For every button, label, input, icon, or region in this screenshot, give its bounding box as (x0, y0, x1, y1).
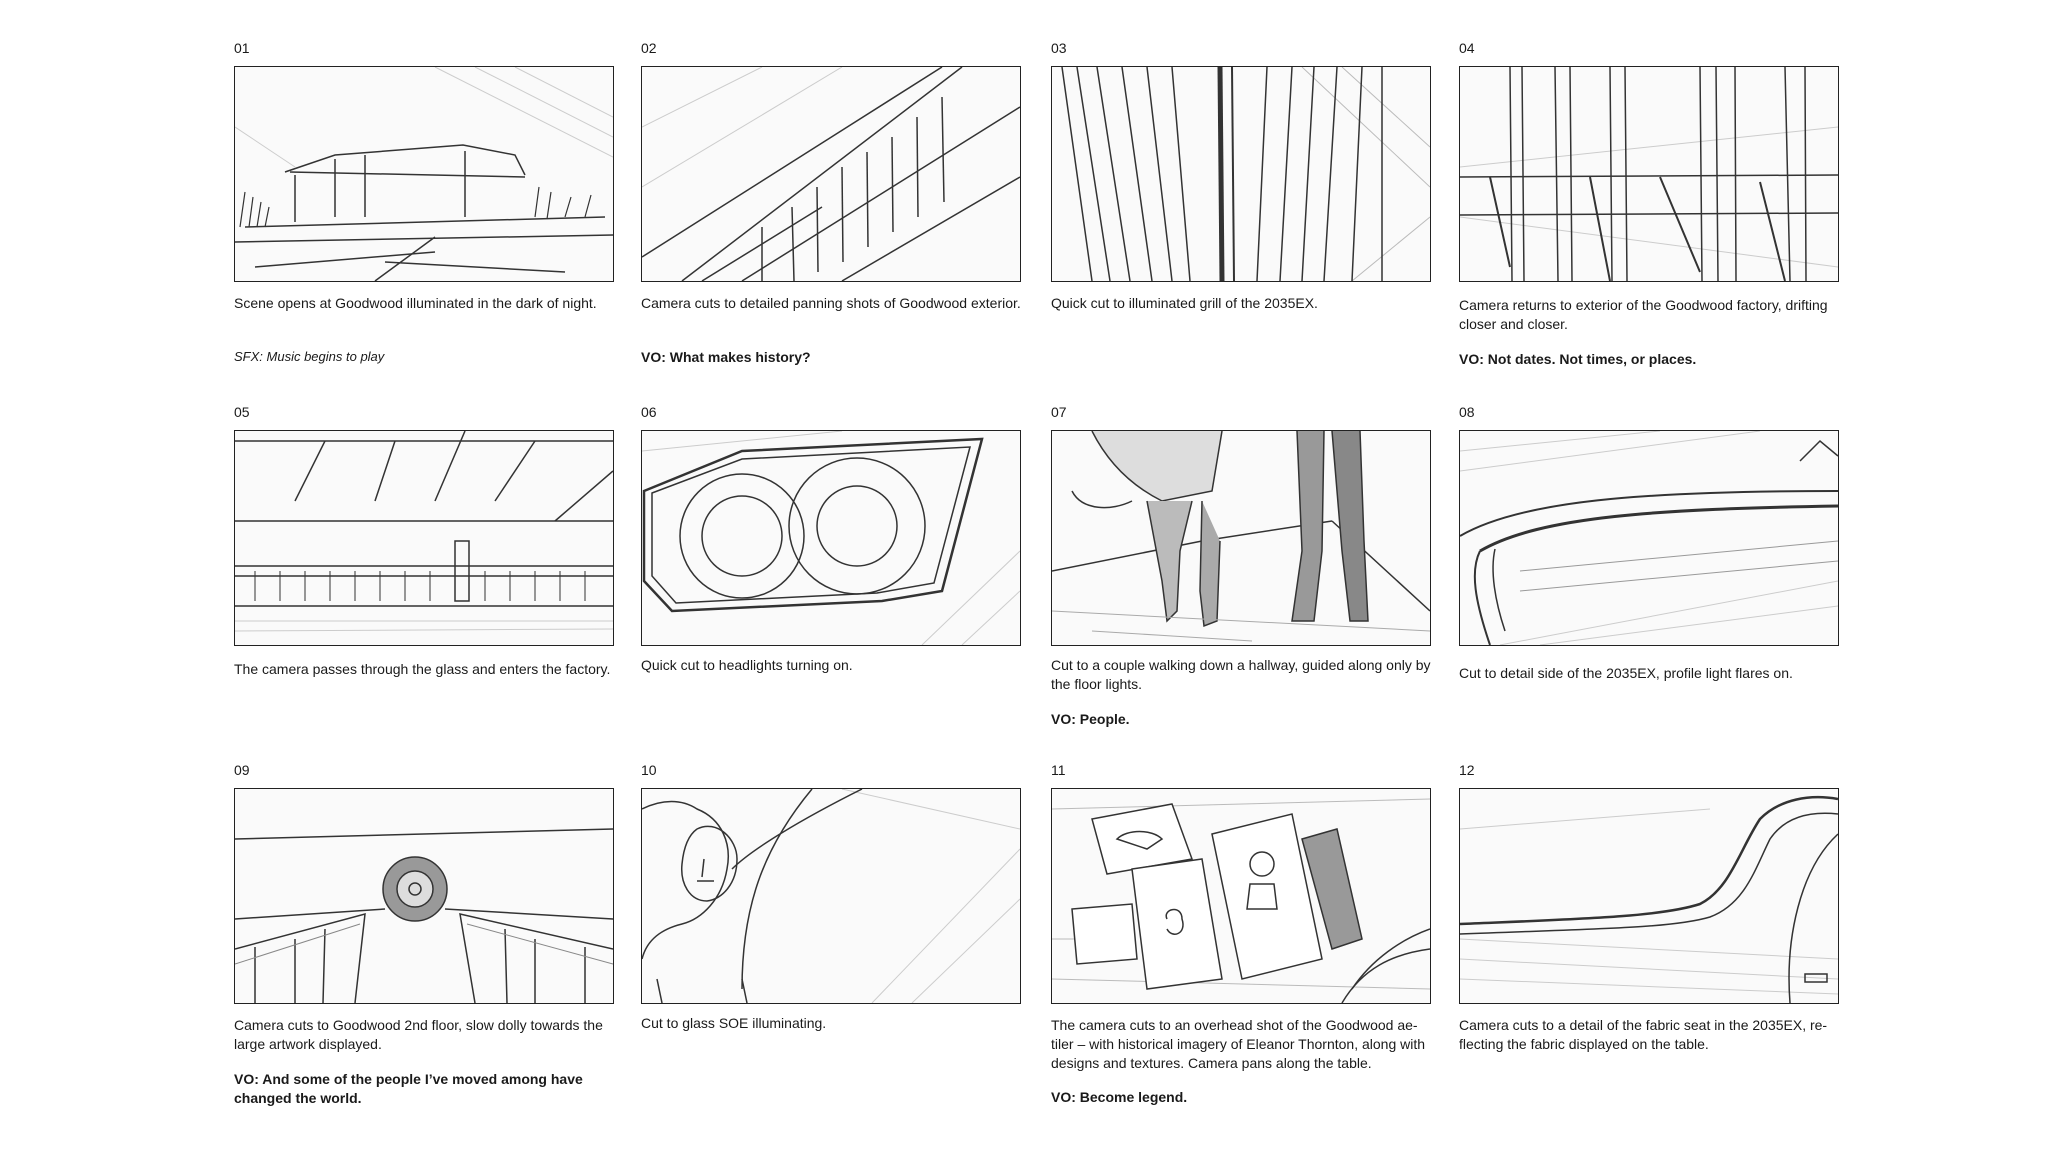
panel-description: Camera cuts to a detail of the fabric se… (1459, 1017, 1828, 1052)
panel-number: 08 (1459, 404, 1475, 420)
panel-number: 12 (1459, 762, 1475, 778)
sketch-frame-couple-hallway (1051, 430, 1431, 646)
storyboard-panel-12: 12 Camera cuts to a detail of the fabric… (1459, 762, 1843, 1122)
sketch-frame-atelier-table (1051, 788, 1431, 1004)
storyboard-panel-08: 08 Cut to detail side of the 2035EX, pro… (1459, 404, 1843, 734)
panel-description: Camera returns to exterior of the Goodwo… (1459, 297, 1828, 332)
sketch-frame-headlights (641, 430, 1021, 646)
sketch-frame-side-profile (1459, 430, 1839, 646)
sketch-frame-second-floor (234, 788, 614, 1004)
storyboard-panel-07: 07 Cut to a couple walking down a hallwa… (1051, 404, 1435, 734)
sketch-frame-grill (1051, 66, 1431, 282)
sketch-frame-goodwood-night (234, 66, 614, 282)
panel-description: Cut to detail side of the 2035EX, profil… (1459, 665, 1793, 681)
storyboard-panel-10: 10 Cut to glass SOE illuminating. (641, 762, 1025, 1122)
panel-voiceover: VO: Not dates. Not times, or places. (1459, 351, 1697, 367)
storyboard-panel-05: 05 The camera passes through the glass a… (234, 404, 618, 734)
panel-description: The camera cuts to an overhead shot of t… (1051, 1017, 1426, 1071)
storyboard-panel-04: 04 Camera returns to exterior of the Goo… (1459, 40, 1843, 380)
panel-voiceover: VO: What makes history? (641, 349, 811, 365)
panel-number: 05 (234, 404, 250, 420)
panel-number: 10 (641, 762, 657, 778)
panel-voiceover: VO: Become legend. (1051, 1089, 1188, 1105)
panel-number: 02 (641, 40, 657, 56)
panel-description: Cut to a couple walking down a hallway, … (1051, 657, 1431, 692)
sketch-frame-factory-drift (1459, 66, 1839, 282)
panel-number: 06 (641, 404, 657, 420)
panel-number: 03 (1051, 40, 1067, 56)
panel-number: 07 (1051, 404, 1067, 420)
sketch-frame-goodwood-exterior (641, 66, 1021, 282)
storyboard-panel-06: 06 Quick cut to headlights turning on. (641, 404, 1025, 734)
panel-description: Camera cuts to detailed panning shots of… (641, 295, 1021, 311)
panel-description: Quick cut to illuminated grill of the 20… (1051, 295, 1318, 311)
storyboard-panel-11: 11 The camera cuts to an overhead shot o… (1051, 762, 1435, 1122)
panel-voiceover: VO: And some of the people I’ve moved am… (234, 1071, 583, 1106)
sketch-frame-fabric-seat (1459, 788, 1839, 1004)
panel-voiceover: VO: People. (1051, 711, 1130, 727)
storyboard-panel-09: 09 Camera cuts to Goodwood 2nd floor, sl… (234, 762, 618, 1122)
storyboard-panel-03: 03 Quick cut to illuminated grill of the… (1051, 40, 1435, 380)
sketch-frame-glass-entry (234, 430, 614, 646)
panel-number: 01 (234, 40, 250, 56)
panel-sfx: SFX: Music begins to play (234, 349, 385, 364)
storyboard-panel-01: 01 Scene opens at Goodwood illuminated i… (234, 40, 618, 380)
panel-description: Quick cut to headlights turning on. (641, 657, 853, 673)
panel-description: The camera passes through the glass and … (234, 661, 611, 677)
panel-description: Cut to glass SOE illuminating. (641, 1015, 827, 1031)
panel-description: Camera cuts to Goodwood 2nd floor, slow … (234, 1017, 603, 1052)
panel-description: Scene opens at Goodwood illuminated in t… (234, 295, 597, 311)
storyboard-panel-02: 02 Camera cuts to detailed panning shots… (641, 40, 1025, 380)
panel-number: 04 (1459, 40, 1475, 56)
sketch-frame-glass-soe (641, 788, 1021, 1004)
panel-number: 11 (1051, 762, 1066, 778)
panel-number: 09 (234, 762, 250, 778)
